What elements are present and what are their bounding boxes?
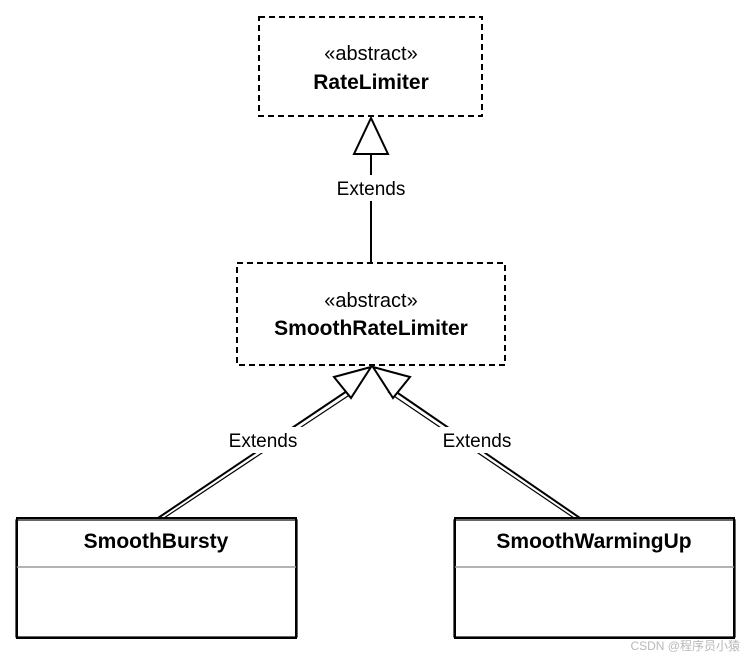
edge-label-extends: Extends (229, 431, 298, 452)
class-smooth-bursty: SmoothBursty (15, 517, 298, 639)
edge-label-extends: Extends (443, 431, 512, 452)
watermark: CSDN @程序员小猿 (630, 638, 740, 653)
class-name: SmoothBursty (84, 530, 229, 553)
inheritance-arrowhead (332, 365, 374, 400)
inheritance-arrowhead (370, 365, 412, 400)
class-name: SmoothWarmingUp (496, 530, 691, 553)
stereotype-label: «abstract» (324, 43, 417, 65)
stereotype-label: «abstract» (324, 290, 417, 312)
edge-smooth-rate-limiter-extends-rate-limiter: Extends (326, 115, 416, 262)
edge-smooth-bursty-extends-smooth-rate-limiter: Extends (157, 365, 374, 519)
class-smooth-rate-limiter: «abstract» SmoothRateLimiter (236, 262, 506, 366)
class-smooth-warming-up: SmoothWarmingUp (453, 517, 736, 639)
inheritance-arrowhead (352, 115, 390, 155)
class-rate-limiter: «abstract» RateLimiter (258, 16, 483, 117)
edge-smooth-warming-up-extends-smooth-rate-limiter: Extends (370, 365, 581, 519)
class-name: SmoothRateLimiter (274, 317, 468, 340)
class-name: RateLimiter (313, 71, 429, 94)
edge-label-extends: Extends (337, 179, 406, 200)
